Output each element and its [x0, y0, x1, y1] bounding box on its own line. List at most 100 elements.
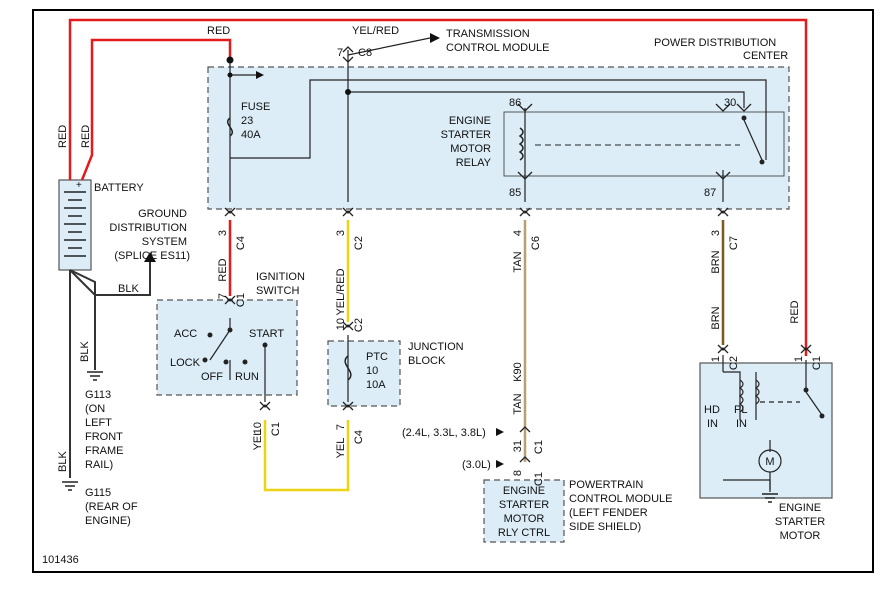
pcm-label-2: CONTROL MODULE [569, 493, 673, 505]
starter-label-3: MOTOR [780, 530, 821, 542]
wire-yelred-top: YEL/RED [352, 25, 399, 37]
connector-chevrons [224, 46, 812, 463]
pcm-label-1: POWERTRAIN [569, 479, 643, 491]
ign-out-pin: 10 [252, 422, 264, 434]
gds-label-3: SYSTEM [142, 236, 187, 248]
pdc-arrow-icon [256, 71, 264, 79]
labels: RED YEL/RED TRANSMISSION CONTROL MODULE … [42, 25, 825, 566]
jb-c2-pin: 10 [335, 318, 347, 330]
g115-label-3: ENGINE) [85, 515, 131, 527]
ign-out-label: C1 [270, 422, 282, 436]
ground-symbols [62, 371, 778, 503]
pdc-label-2: CENTER [743, 50, 788, 62]
black-wires [69, 262, 151, 478]
pdc-box [207, 66, 790, 210]
ptc-number: 10 [366, 365, 378, 377]
pcm-c1b-pin: 8 [512, 470, 524, 476]
ign-lock: LOCK [170, 357, 201, 369]
starter-box [699, 362, 833, 499]
ign-start: START [249, 328, 284, 340]
fuse-number: 23 [241, 115, 253, 127]
wire-tan-upper: TAN [512, 251, 524, 272]
c4-label-pdc: C4 [235, 236, 247, 250]
relay-pin-87: 87 [704, 187, 716, 199]
starter-contact-pivot [803, 387, 809, 393]
ign-run: RUN [235, 371, 259, 383]
wire-blk-g115: BLK [57, 451, 69, 472]
relay-label-3: MOTOR [450, 143, 491, 155]
variant-a-arrow-icon [496, 428, 504, 436]
st-c1-label: C1 [811, 356, 823, 370]
pcm-c1a-label: C1 [533, 440, 545, 454]
ignition-label-2: SWITCH [256, 285, 299, 297]
starter-motor-symbol: M [765, 456, 774, 468]
ptc-label: PTC [366, 351, 388, 363]
gds-label-2: DISTRIBUTION [109, 222, 187, 234]
relay-box [503, 111, 785, 177]
ignition-switch-internals [202, 327, 268, 365]
pcm-pin-2: STARTER [499, 499, 549, 511]
ptc-symbol [344, 355, 352, 381]
g113-label-6: RAIL) [85, 459, 113, 471]
variant-b: (3.0L) [462, 459, 491, 471]
fuse-label: FUSE [241, 101, 270, 113]
c6-pin: 4 [512, 230, 524, 236]
g115-label-2: (REAR OF [85, 501, 138, 513]
wire-yel-jb: YEL [335, 438, 347, 459]
red-wires [68, 18, 808, 356]
c2-pin-pdc: 3 [335, 230, 347, 236]
wire-blk-branch: BLK [118, 283, 139, 295]
starter-label-2: STARTER [775, 516, 825, 528]
battery-plus: + [76, 180, 82, 191]
starter-contact-point [819, 413, 825, 419]
wire-red-left-2: RED [80, 125, 92, 148]
pcm-c1a-pin: 31 [512, 440, 524, 452]
fuse-symbol [227, 117, 233, 137]
pcm-c1b-label: C1 [533, 472, 545, 486]
diagram-frame [32, 9, 874, 573]
pcm-label-4: SIDE SHIELD) [569, 521, 641, 533]
wire-red-starter: RED [789, 300, 801, 323]
wire-red-left-1: RED [57, 125, 69, 148]
fuse-rating: 40A [241, 129, 261, 141]
ign-c1-pin: 7 [217, 293, 229, 299]
pcm-label-3: (LEFT FENDER [569, 507, 648, 519]
jb-c4-label: C4 [353, 430, 365, 444]
wire-red-top: RED [207, 25, 230, 37]
junction-label-1: JUNCTION [408, 341, 464, 353]
relay-contact [743, 119, 763, 161]
g113-label-4: FRONT [85, 431, 123, 443]
figure-id: 101436 [42, 554, 79, 566]
pcm-pin-1: ENGINE [503, 485, 545, 497]
g113-label-2: (ON [85, 403, 105, 415]
st-c2-pin: 1 [710, 356, 722, 362]
starter-internals [723, 371, 823, 473]
c8-label: C8 [358, 47, 372, 59]
starter-pl-in: IN [736, 418, 747, 430]
st-c2-label: C2 [728, 356, 740, 370]
relay-label-1: ENGINE [449, 115, 491, 127]
g113-label-3: LEFT [85, 417, 112, 429]
wire-yel-ign: YEL [252, 430, 264, 451]
relay-pin-86: 86 [509, 97, 521, 109]
starter-hd-in: IN [707, 418, 718, 430]
pcm-pin-3: MOTOR [504, 513, 545, 525]
variant-b-arrow-icon [496, 460, 504, 468]
st-c1-pin: 1 [793, 356, 805, 362]
pcm-box [483, 479, 565, 543]
relay-coil-symbol [518, 127, 524, 161]
junction-label-2: BLOCK [408, 355, 446, 367]
gds-label-1: GROUND [138, 208, 187, 220]
c2-label-pdc: C2 [353, 236, 365, 250]
gds-label-4: (SPLICE ES11) [114, 250, 190, 262]
ptc-rating: 10A [366, 379, 386, 391]
starter-hd: HD [704, 404, 720, 416]
g115-label-1: G115 [85, 487, 111, 499]
c7-pin: 3 [710, 230, 722, 236]
relay-pin-30: 30 [724, 97, 736, 109]
wire-yelred-jb: YEL/RED [335, 268, 347, 315]
circuit-k90: K90 [512, 362, 524, 382]
relay-label-4: RELAY [456, 157, 492, 169]
